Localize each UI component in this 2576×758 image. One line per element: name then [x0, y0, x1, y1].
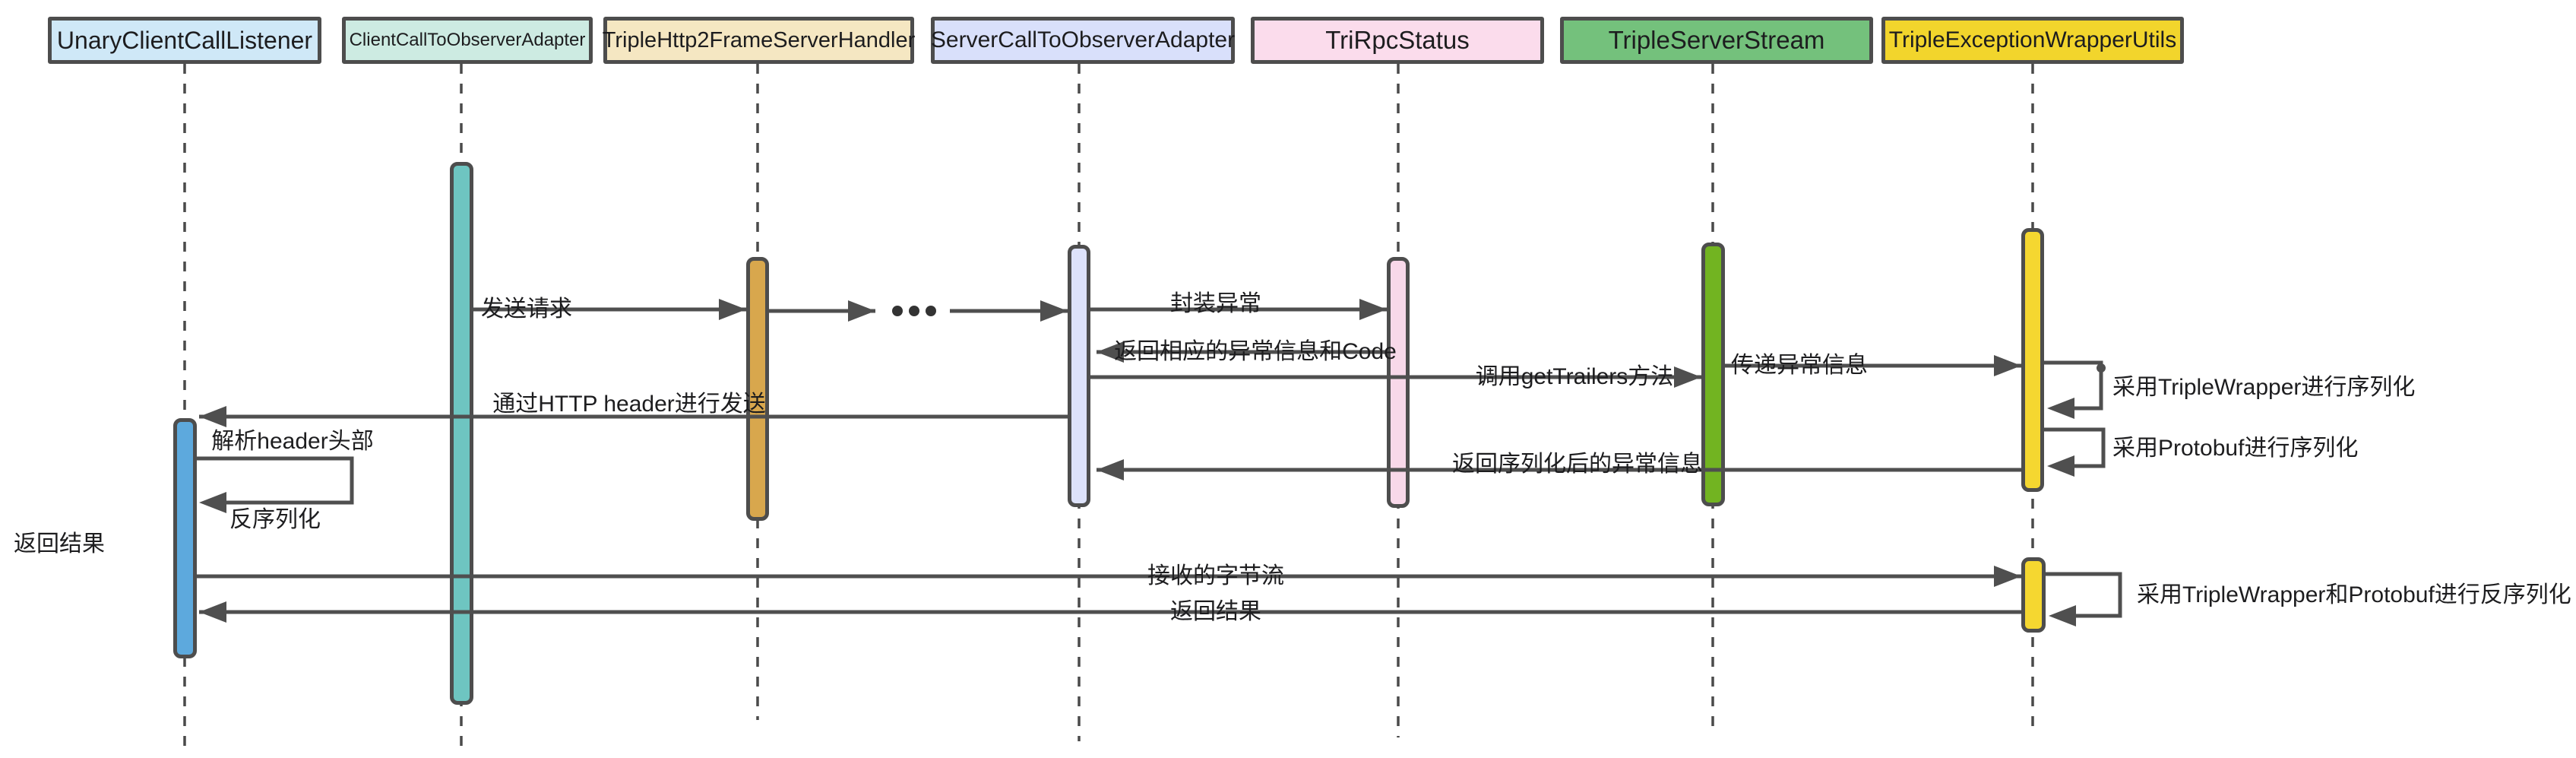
actor-header-TriRpcStatus: TriRpcStatus [1251, 17, 1544, 64]
message-label-8: 通过HTTP header进行发送 [492, 392, 766, 417]
message-label-6: 传递异常信息 [1731, 353, 1868, 378]
self-loop-line-2 [2044, 427, 2106, 468]
message-arrowhead-icon-5 [1674, 366, 1701, 388]
message-arrowhead-icon-10 [199, 601, 226, 623]
activation-bar-ServerCallToObserverAdapter-3 [1068, 245, 1090, 507]
activation-bar-TripleServerStream-5 [1701, 243, 1725, 506]
message-arrowhead-icon-2 [1040, 300, 1068, 322]
message-label-0: 发送请求 [481, 297, 572, 322]
message-label-9: 接收的字节流 [1147, 563, 1284, 588]
message-arrowhead-icon-6 [1994, 355, 2021, 376]
self-loop-label-0-0: 解析header头部 [211, 429, 374, 454]
message-label-5: 调用getTrailers方法 [1475, 364, 1674, 389]
loop-corner-dot-icon [2097, 363, 2106, 373]
actor-header-TripleServerStream: TripleServerStream [1560, 17, 1873, 64]
activation-bar-TripleExceptionWrapperUtils-6 [2021, 228, 2044, 492]
self-loop-label-0-1: 反序列化 [229, 507, 321, 532]
actor-header-TripleExceptionWrapperUtils: TripleExceptionWrapperUtils [1881, 17, 2184, 64]
self-loop-arrowhead-icon-1 [2047, 398, 2074, 419]
actor-header-TripleHttp2FrameServerHandler: TripleHttp2FrameServerHandler [603, 17, 915, 64]
activation-bar-TripleHttp2FrameServerHandler-2 [746, 257, 769, 521]
self-loop-line-3 [2046, 572, 2122, 618]
activation-bar-UnaryClientCallListener-0 [173, 418, 197, 658]
relay-ellipsis-icon [892, 306, 936, 316]
message-label-4: 返回相应的异常信息和Code [1114, 339, 1397, 364]
self-loop-label-3-0: 采用TripleWrapper和Protobuf进行反序列化 [2137, 582, 2571, 607]
activation-bar-TriRpcStatus-4 [1387, 257, 1410, 508]
self-loop-line-1 [2044, 360, 2103, 411]
message-label-7: 返回序列化后的异常信息 [1452, 452, 1703, 477]
actor-header-UnaryClientCallListener: UnaryClientCallListener [48, 17, 321, 64]
self-loop-arrowhead-icon-3 [2049, 605, 2076, 626]
message-arrowhead-icon-1 [848, 300, 875, 322]
message-arrowhead-icon-3 [1359, 299, 1387, 320]
message-arrowhead-icon-8 [199, 406, 226, 427]
actor-header-ServerCallToObserverAdapter: ServerCallToObserverAdapter [931, 17, 1235, 64]
message-arrowhead-icon-4 [1097, 341, 1124, 363]
self-loop-label-2-0: 采用Protobuf进行序列化 [2112, 436, 2359, 461]
self-loop-arrowhead-icon-2 [2047, 455, 2074, 477]
self-loop-line-0 [196, 456, 354, 505]
message-label-3: 封装异常 [1170, 291, 1261, 316]
activation-bar-TripleExceptionWrapperUtils-7 [2021, 557, 2046, 633]
message-arrowhead-icon-0 [719, 299, 746, 320]
actor-header-ClientCallToObserverAdapter: ClientCallToObserverAdapter [342, 17, 593, 64]
activation-bar-ClientCallToObserverAdapter-1 [450, 162, 473, 705]
self-loop-label-1-0: 采用TripleWrapper进行序列化 [2112, 375, 2416, 400]
self-loop-arrowhead-icon-0 [199, 492, 226, 513]
message-arrowhead-icon-9 [1994, 566, 2021, 587]
message-arrowhead-icon-7 [1097, 459, 1124, 480]
side-label-0: 返回结果 [14, 531, 105, 557]
message-label-10: 返回结果 [1170, 599, 1261, 624]
